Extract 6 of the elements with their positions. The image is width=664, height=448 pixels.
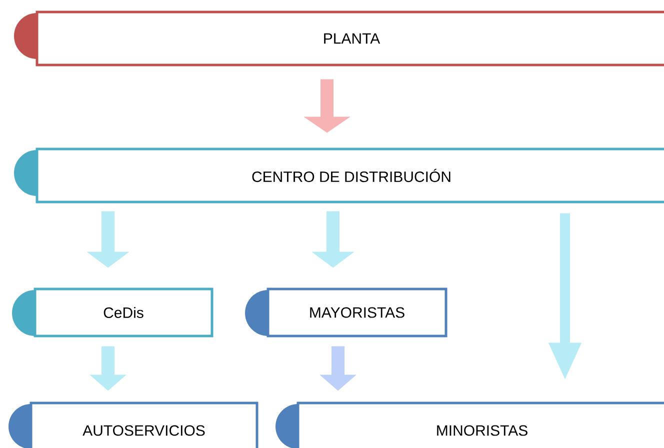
process-box: PLANTA [36, 10, 664, 66]
process-box: MINORISTAS [296, 402, 664, 448]
process-box: CENTRO DE DISTRIBUCIÓN [36, 148, 664, 204]
process-box: AUTOSERVICIOS [30, 402, 258, 448]
process-box: MAYORISTAS [266, 288, 448, 338]
process-box: CeDis [34, 288, 214, 338]
